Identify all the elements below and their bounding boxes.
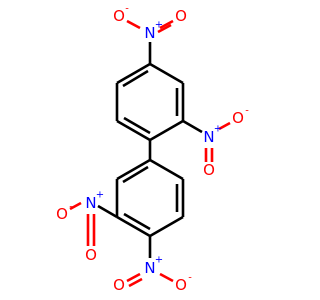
bond — [149, 158, 184, 181]
oxygen-atom-anion: O — [113, 7, 125, 25]
positive-charge: + — [155, 255, 163, 266]
oxygen-atom-anion: O — [56, 205, 68, 223]
double-bond-inner — [122, 69, 149, 88]
positive-charge: + — [214, 124, 222, 135]
oxygen-atom-double: O — [85, 246, 97, 264]
n-o-single-bond — [69, 201, 82, 211]
nitrogen-atom: N — [203, 128, 214, 146]
positive-charge: + — [155, 20, 163, 31]
double-bond-inner — [123, 212, 151, 231]
n-o-single-bond — [159, 272, 174, 283]
positive-charge: + — [96, 190, 104, 201]
bond — [149, 119, 184, 142]
oxygen-atom-anion: O — [175, 276, 187, 294]
n-o-single-bond — [218, 121, 231, 131]
nitrogen-atom: N — [144, 259, 155, 277]
nitro-group-top: N + O - O — [113, 4, 187, 43]
double-bond-inner — [122, 165, 149, 184]
bond — [116, 62, 151, 85]
molecule-canvas: N + O - O N + O - O N + O - O — [56, 4, 249, 295]
oxygen-atom-double: O — [113, 276, 125, 294]
n-o-single-bond — [126, 19, 141, 30]
negative-charge: - — [69, 202, 73, 213]
c-n-bond-upper-right — [182, 119, 203, 134]
negative-charge: - — [245, 106, 249, 117]
n-o-double-bond — [159, 19, 174, 30]
n-o-double-bond — [126, 272, 141, 283]
nitrogen-atom: N — [85, 194, 96, 212]
bond — [149, 215, 184, 238]
lower-ring — [115, 158, 185, 238]
nitro-group-upper-right: N + O - O — [203, 106, 249, 180]
nitrogen-atom: N — [144, 24, 155, 42]
negative-charge: - — [125, 4, 129, 15]
negative-charge: - — [188, 273, 192, 284]
nitro-group-bottom: N + O - O — [113, 255, 192, 295]
bond — [116, 158, 151, 181]
bond — [116, 119, 151, 142]
nitro-group-lower-left: N + O - O — [56, 190, 104, 265]
bond — [149, 62, 184, 85]
c-n-bond-lower-left — [97, 204, 118, 219]
bond — [116, 215, 151, 238]
n-o-double-bond-2 — [157, 23, 172, 34]
oxygen-atom-double: O — [203, 161, 215, 179]
upper-ring — [115, 62, 185, 142]
n-o-double-bond-2 — [128, 277, 143, 288]
double-bond-inner — [123, 116, 151, 135]
oxygen-atom-anion: O — [232, 109, 244, 127]
oxygen-atom-double: O — [175, 7, 187, 25]
structure-diagram: N + O - O N + O - O N + O - O — [56, 4, 249, 295]
